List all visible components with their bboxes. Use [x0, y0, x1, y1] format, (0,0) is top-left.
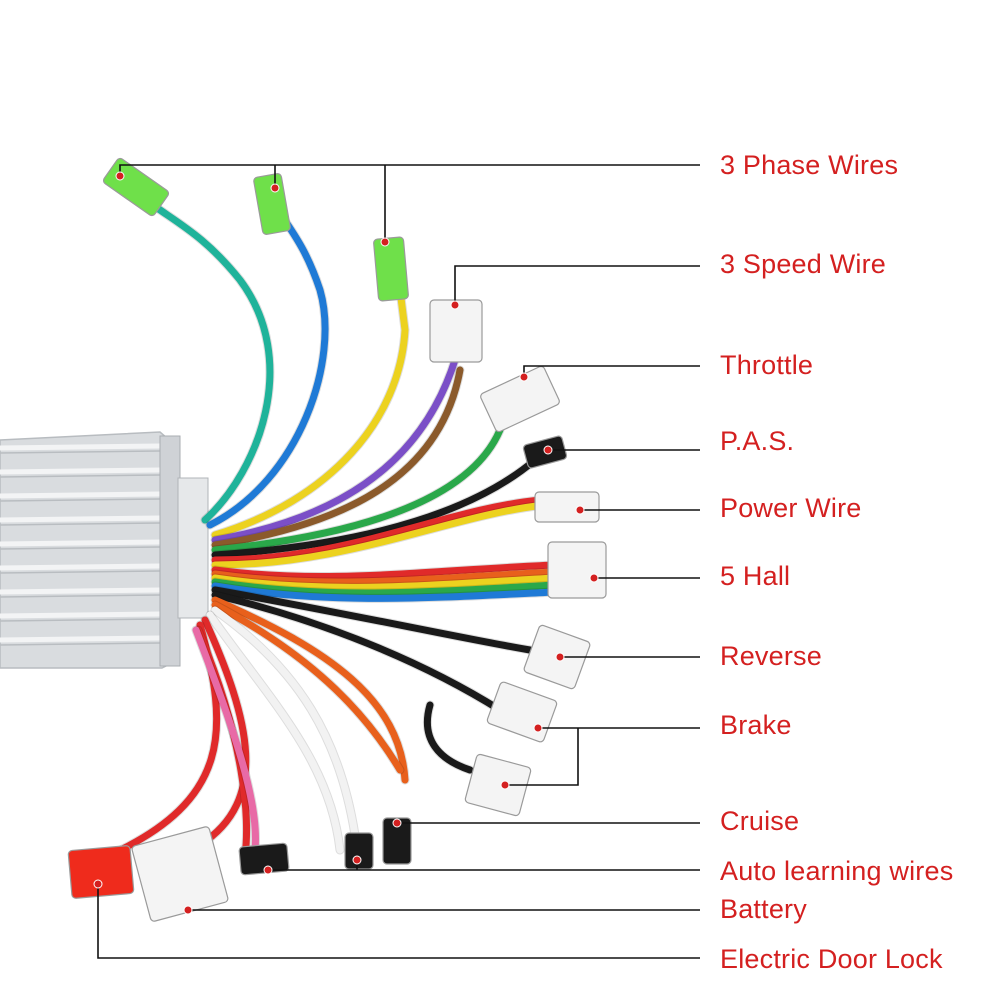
- housing-fin: [0, 563, 161, 571]
- leader-line: [523, 365, 700, 377]
- housing-fin: [0, 443, 161, 451]
- leader-dot: [93, 879, 103, 889]
- label-brake: Brake: [720, 710, 792, 740]
- wire: [211, 456, 539, 559]
- cable-gland: [177, 477, 209, 619]
- power-wire-connector: [534, 491, 600, 523]
- leader-dot: [352, 855, 362, 865]
- wire: [211, 591, 504, 714]
- leader-line: [268, 860, 700, 871]
- label-auto-learning-wires: Auto learning wires: [720, 856, 954, 886]
- leader-dot: [392, 818, 402, 828]
- housing-fin: [0, 539, 161, 547]
- housing-fin-shadow: [0, 498, 161, 502]
- leader-dot: [115, 171, 125, 181]
- leader-dot: [270, 183, 280, 193]
- leader-line: [119, 164, 700, 242]
- controller-housing: [0, 431, 209, 669]
- leader-dot: [589, 573, 599, 583]
- wire: [211, 574, 559, 591]
- brake-connector: [464, 753, 532, 817]
- leader-dot: [555, 652, 565, 662]
- housing-body: [0, 431, 179, 669]
- housing-fin-shadow: [0, 522, 161, 526]
- hall-connector: [547, 541, 607, 599]
- wire: [211, 501, 549, 569]
- label-cruise: Cruise: [720, 806, 800, 836]
- housing-fin-shadow: [0, 474, 161, 478]
- leader-line: [505, 727, 700, 786]
- label-5-hall: 5 Hall: [720, 561, 791, 591]
- leader-lines: [93, 164, 700, 959]
- housing-fin-shadow: [0, 450, 161, 454]
- housing-fin: [0, 491, 161, 499]
- phase-connector-green: [373, 236, 409, 302]
- speed-connector: [429, 299, 483, 363]
- housing-fin: [0, 515, 161, 523]
- connectors: [67, 157, 607, 922]
- wire: [211, 286, 409, 539]
- wire: [211, 496, 544, 564]
- housing-fin: [0, 467, 161, 475]
- door-lock-connector: [67, 845, 135, 899]
- housing-fin-shadow: [0, 642, 161, 646]
- wire: [211, 568, 559, 586]
- leader-dot: [533, 723, 543, 733]
- label-power-wire: Power Wire: [720, 493, 862, 523]
- leader-dot: [519, 372, 529, 382]
- phase-connector-green: [253, 173, 291, 235]
- wire: [206, 611, 344, 854]
- wire: [423, 701, 474, 774]
- label-pas: P.A.S.: [720, 426, 795, 456]
- housing-fin-shadow: [0, 618, 161, 622]
- leader-line: [97, 884, 700, 959]
- wire: [211, 426, 504, 554]
- wire: [211, 561, 559, 580]
- leader-dot: [500, 780, 510, 790]
- phase-connector-green: [102, 157, 170, 217]
- housing-fin-shadow: [0, 546, 161, 550]
- wire-bundle: [105, 190, 560, 860]
- leader-dot: [380, 237, 390, 247]
- leader-line: [454, 265, 700, 305]
- leader-dot: [543, 445, 553, 455]
- wire: [136, 191, 274, 524]
- wire: [211, 586, 534, 654]
- leader-dot: [263, 865, 273, 875]
- label-electric-door-lock: Electric Door Lock: [720, 944, 943, 974]
- leader-dot: [183, 905, 193, 915]
- label-reverse: Reverse: [720, 641, 822, 671]
- wire: [211, 356, 459, 544]
- brake-connector: [486, 681, 558, 743]
- housing-fin-shadow: [0, 570, 161, 574]
- leader-dot: [575, 505, 585, 515]
- wire: [211, 601, 404, 774]
- label-3-speed-wire: 3 Speed Wire: [720, 249, 886, 279]
- throttle-connector: [480, 365, 560, 433]
- wire: [196, 616, 250, 849]
- cruise-connector: [382, 817, 412, 865]
- label-3-phase-wires: 3 Phase Wires: [720, 150, 899, 180]
- wire: [211, 596, 409, 784]
- label-throttle: Throttle: [720, 350, 814, 380]
- wire: [211, 578, 559, 597]
- housing-fin-shadow: [0, 594, 161, 598]
- wire: [211, 582, 559, 602]
- wire: [206, 201, 329, 529]
- housing-fin: [0, 611, 161, 619]
- wire: [211, 606, 359, 839]
- wire: [192, 626, 260, 854]
- leader-dot: [450, 300, 460, 310]
- housing-end-cap: [159, 435, 181, 667]
- auto-learning-connector: [344, 832, 374, 870]
- wire: [211, 366, 464, 549]
- housing-fin: [0, 587, 161, 595]
- housing-fin: [0, 635, 161, 643]
- label-battery: Battery: [720, 894, 807, 924]
